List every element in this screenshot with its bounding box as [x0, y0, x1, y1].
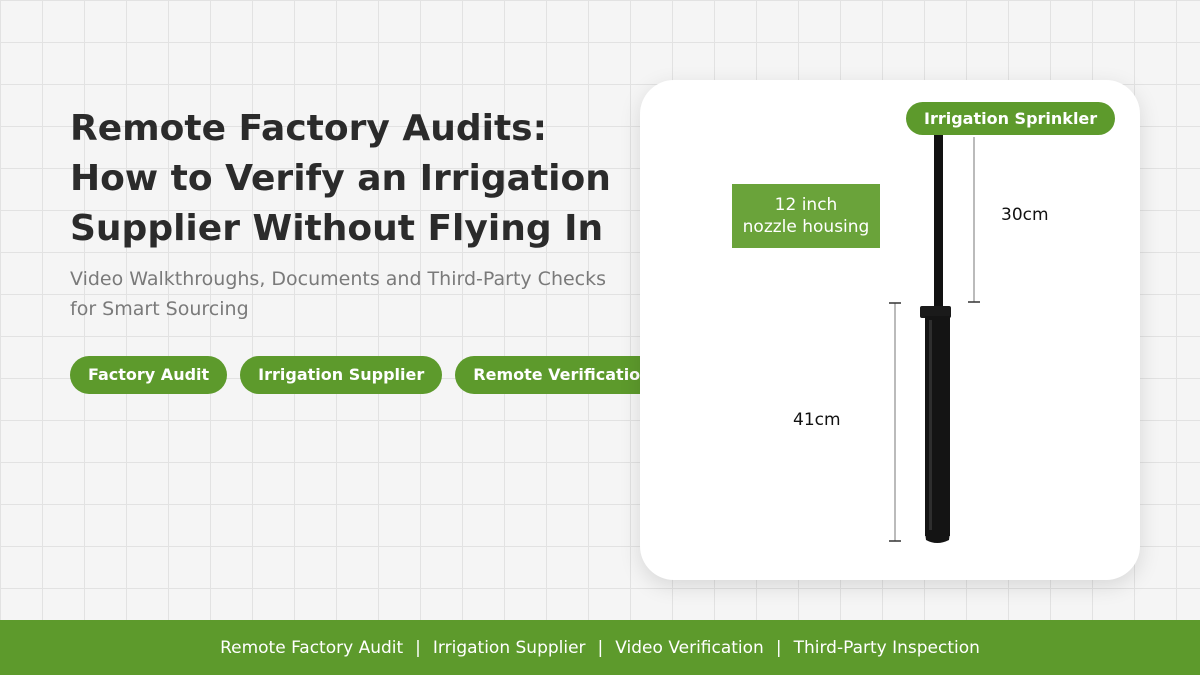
tag-remote-verification[interactable]: Remote Verification: [455, 356, 670, 394]
title-line-3: Supplier Without Flying In: [70, 208, 604, 249]
tag-irrigation-supplier[interactable]: Irrigation Supplier: [240, 356, 443, 394]
sprinkler-riser: [934, 132, 943, 312]
footer-separator: |: [775, 637, 782, 658]
tag-list: Factory Audit Irrigation Supplier Remote…: [70, 356, 670, 394]
dimension-top-label: 30cm: [1001, 205, 1049, 225]
tag-factory-audit[interactable]: Factory Audit: [70, 356, 228, 394]
product-label: Irrigation Sprinkler: [906, 102, 1116, 135]
footer-item-video-verification: Video Verification: [615, 637, 764, 658]
page-title: Remote Factory Audits: How to Verify an …: [70, 104, 630, 254]
footer-item-irrigation-supplier: Irrigation Supplier: [432, 637, 586, 658]
footer-separator: |: [415, 637, 421, 658]
footer-separator: |: [597, 637, 604, 658]
footer-item-remote-factory-audit: Remote Factory Audit: [220, 637, 404, 658]
sprinkler-collar: [920, 306, 951, 318]
footer-bar: Remote Factory Audit | Irrigation Suppli…: [0, 620, 1200, 675]
nozzle-housing-label: 12 inch nozzle housing: [732, 184, 880, 248]
subtitle: Video Walkthroughs, Documents and Third-…: [70, 264, 630, 324]
sprinkler-base: [925, 532, 950, 543]
subtitle-line-1: Video Walkthroughs, Documents and Third-…: [70, 268, 607, 290]
subtitle-line-2: for Smart Sourcing: [70, 298, 249, 320]
nozzle-label-line-2: nozzle housing: [742, 217, 870, 237]
dimension-bottom-label: 41cm: [793, 410, 841, 430]
footer-item-third-party-inspection: Third-Party Inspection: [793, 637, 980, 658]
sprinkler-image: [889, 132, 980, 543]
sprinkler-body: [925, 316, 950, 536]
product-card: Irrigation Sprinkler 12 inch nozzle hous…: [640, 80, 1140, 580]
title-line-1: Remote Factory Audits:: [70, 108, 547, 149]
title-line-2: How to Verify an Irrigation: [70, 158, 611, 199]
nozzle-label-line-1: 12 inch: [774, 195, 838, 215]
